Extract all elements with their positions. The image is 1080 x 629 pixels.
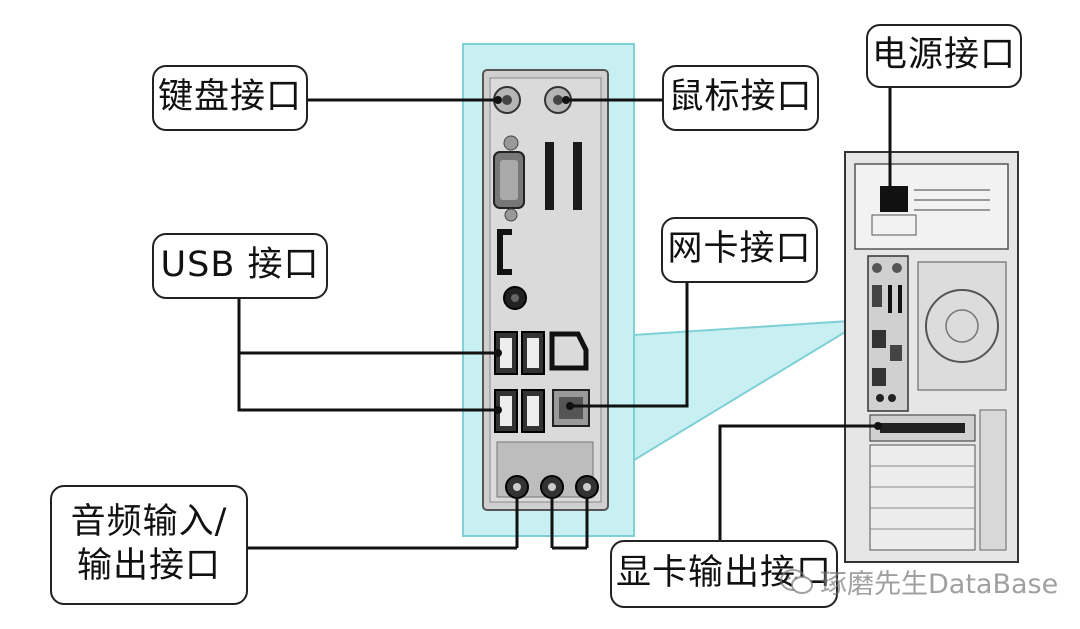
io-shield (482, 69, 609, 511)
usb-port-icon (494, 389, 545, 433)
usb-port-label: USB 接口 (152, 233, 328, 299)
power-socket-icon (880, 186, 908, 212)
network-leader (570, 282, 689, 408)
wechat-icon (780, 568, 813, 594)
keyboard-port-label: 键盘接口 (152, 65, 308, 131)
audio-port-label-line2: 输出接口 (76, 546, 221, 586)
pc-tower (844, 151, 1019, 563)
watermark: 琢磨先生DataBase (780, 562, 1058, 601)
audio-port-label-line1: 音频输入/ (70, 502, 228, 543)
audio-port-label: 音频输入/ 输出接口 (50, 485, 248, 605)
usb-leader-lower (237, 297, 498, 412)
mouse-port-label: 鼠标接口 (662, 65, 819, 131)
power-supply (854, 163, 1009, 250)
watermark-text: 琢磨先生DataBase (820, 569, 1059, 600)
network-port-label: 网卡接口 (661, 217, 818, 283)
power-port-label: 电源接口 (866, 24, 1022, 88)
usb-port-icon (494, 331, 545, 375)
video-output-label: 显卡输出接口 (610, 540, 838, 608)
leader-lines (237, 86, 894, 550)
video-leader (718, 424, 878, 548)
